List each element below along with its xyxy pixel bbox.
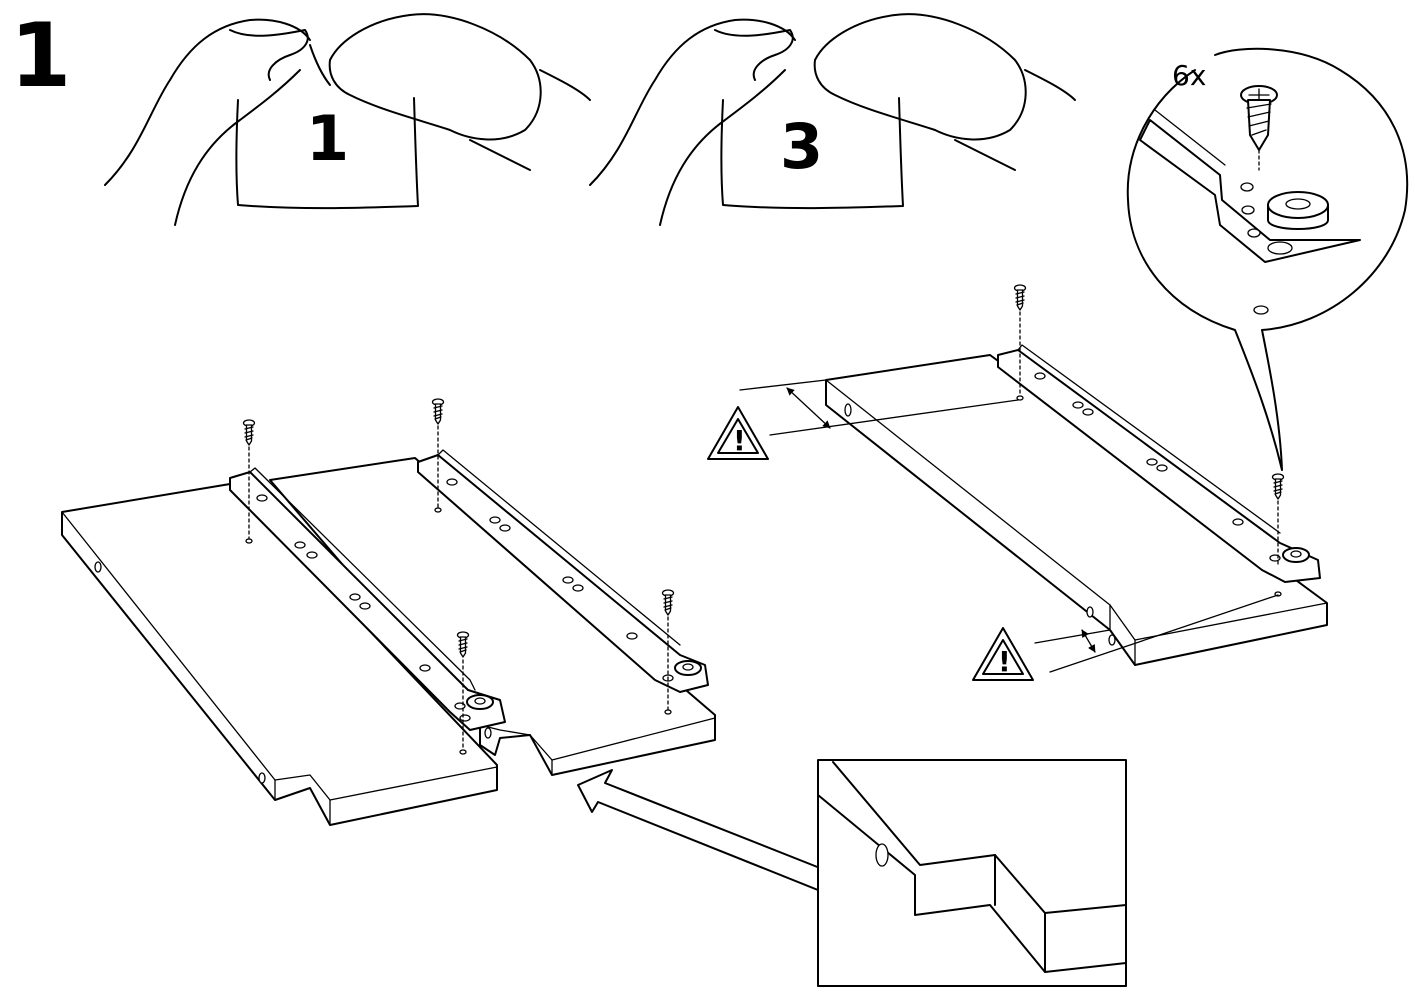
warning-symbol: ! [733,424,746,457]
detail-rail [1139,109,1361,263]
pictogram-one-person: 1 [104,13,591,226]
pictogram-three-persons: 3 [589,13,1076,226]
step-number: 1 [10,4,71,107]
screw-quantity: 6x [1172,59,1206,92]
right-shelf-assembly [739,284,1328,673]
screw-icon [1240,85,1278,151]
person-count-label: 3 [780,110,823,183]
left-shelf-assembly [61,398,716,826]
person-count-label: 1 [306,102,349,175]
warning-triangle-icon: ! [707,406,769,460]
warning-symbol: ! [998,645,1011,678]
detail-arrow [577,769,826,891]
notch-detail-box [817,759,1127,987]
warning-triangle-icon: ! [972,627,1034,681]
screw-detail-callout: 6x [1126,47,1409,471]
